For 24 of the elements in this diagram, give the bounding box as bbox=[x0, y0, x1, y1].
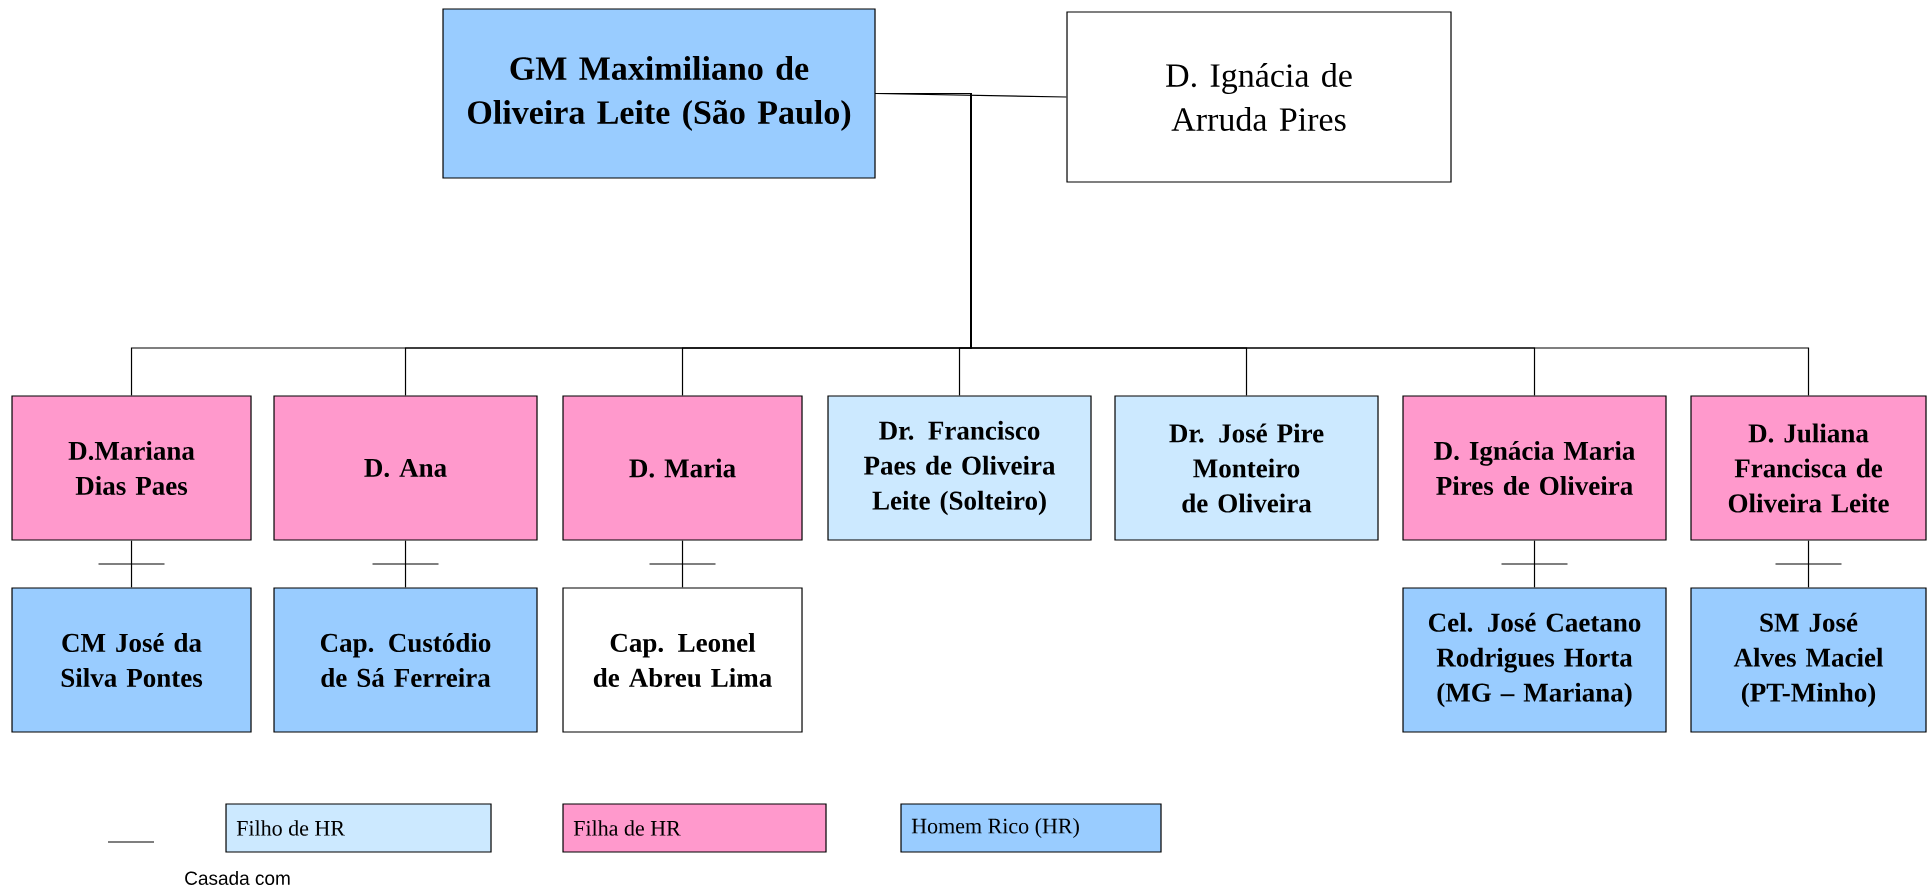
marriage-line bbox=[130, 540, 133, 588]
marriage-line bbox=[404, 540, 407, 588]
person-box: D.Mariana Dias Paes bbox=[11, 395, 252, 541]
person-box: D. Ana bbox=[273, 395, 538, 541]
person-box: SM José Alves Maciel (PT-Minho) bbox=[1690, 587, 1927, 733]
person-box: Cel. José Caetano Rodrigues Horta (MG – Mariana) bbox=[1402, 587, 1667, 733]
person-box: Cap. Leonel de Abreu Lima bbox=[562, 587, 803, 733]
legend-item: Homem Rico (HR) bbox=[900, 803, 1162, 853]
marriage-line bbox=[1533, 540, 1536, 588]
person-box: Cap. Custódio de Sá Ferreira bbox=[273, 587, 538, 733]
legend-item: Filha de HR bbox=[562, 803, 827, 853]
person-box: Dr. José Pire Monteiro de Oliveira bbox=[1114, 395, 1379, 541]
person-box: D. Ignácia de Arruda Pires bbox=[1066, 11, 1452, 183]
marriage-line bbox=[1807, 540, 1810, 588]
person-box: CM José da Silva Pontes bbox=[11, 587, 252, 733]
person-box: D. Maria bbox=[562, 395, 803, 541]
marriage-line bbox=[681, 540, 684, 588]
person-box: GM Maximiliano de Oliveira Leite (São Paulo) bbox=[442, 8, 876, 179]
person-box: Dr. Francisco Paes de Oliveira Leite (Solteiro) bbox=[827, 395, 1092, 541]
legend-text: Casada com bbox=[185, 871, 290, 885]
legend-item: Filho de HR bbox=[225, 803, 492, 853]
person-box: D. Juliana Francisca de Oliveira Leite bbox=[1690, 395, 1927, 541]
descent-line bbox=[875, 92, 1810, 396]
person-box: D. Ignácia Maria Pires de Oliveira bbox=[1402, 395, 1667, 541]
